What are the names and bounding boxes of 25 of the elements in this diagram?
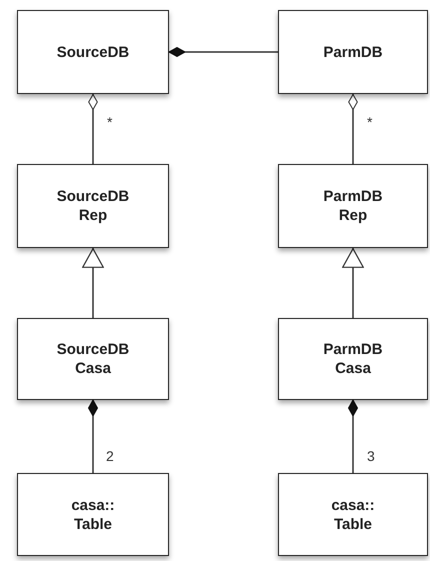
class-name: SourceDB bbox=[56, 42, 130, 62]
multiplicity-label: 3 bbox=[366, 448, 376, 464]
class-name: ParmDB Rep bbox=[322, 187, 384, 225]
class-box bbox=[17, 10, 169, 94]
association-line bbox=[88, 94, 98, 164]
class-name: ParmDB Casa bbox=[322, 340, 384, 378]
association-line bbox=[88, 400, 98, 473]
class-name: ParmDB bbox=[322, 42, 384, 62]
class-box bbox=[278, 10, 428, 94]
class-box bbox=[278, 473, 428, 556]
class-box bbox=[17, 473, 169, 556]
class-name: SourceDB Rep bbox=[56, 187, 130, 225]
class-box bbox=[278, 318, 428, 400]
multiplicity-label: 2 bbox=[105, 448, 115, 464]
class-name: casa:: Table bbox=[330, 496, 376, 534]
association-line bbox=[342, 248, 364, 318]
association-line bbox=[348, 400, 358, 473]
class-box bbox=[17, 318, 169, 400]
class-box bbox=[278, 164, 428, 248]
class-name: casa:: Table bbox=[70, 496, 116, 534]
class-name: SourceDB Casa bbox=[56, 340, 130, 378]
association-line bbox=[348, 94, 358, 164]
association-line bbox=[168, 47, 278, 57]
association-line bbox=[82, 248, 104, 318]
class-box bbox=[17, 164, 169, 248]
